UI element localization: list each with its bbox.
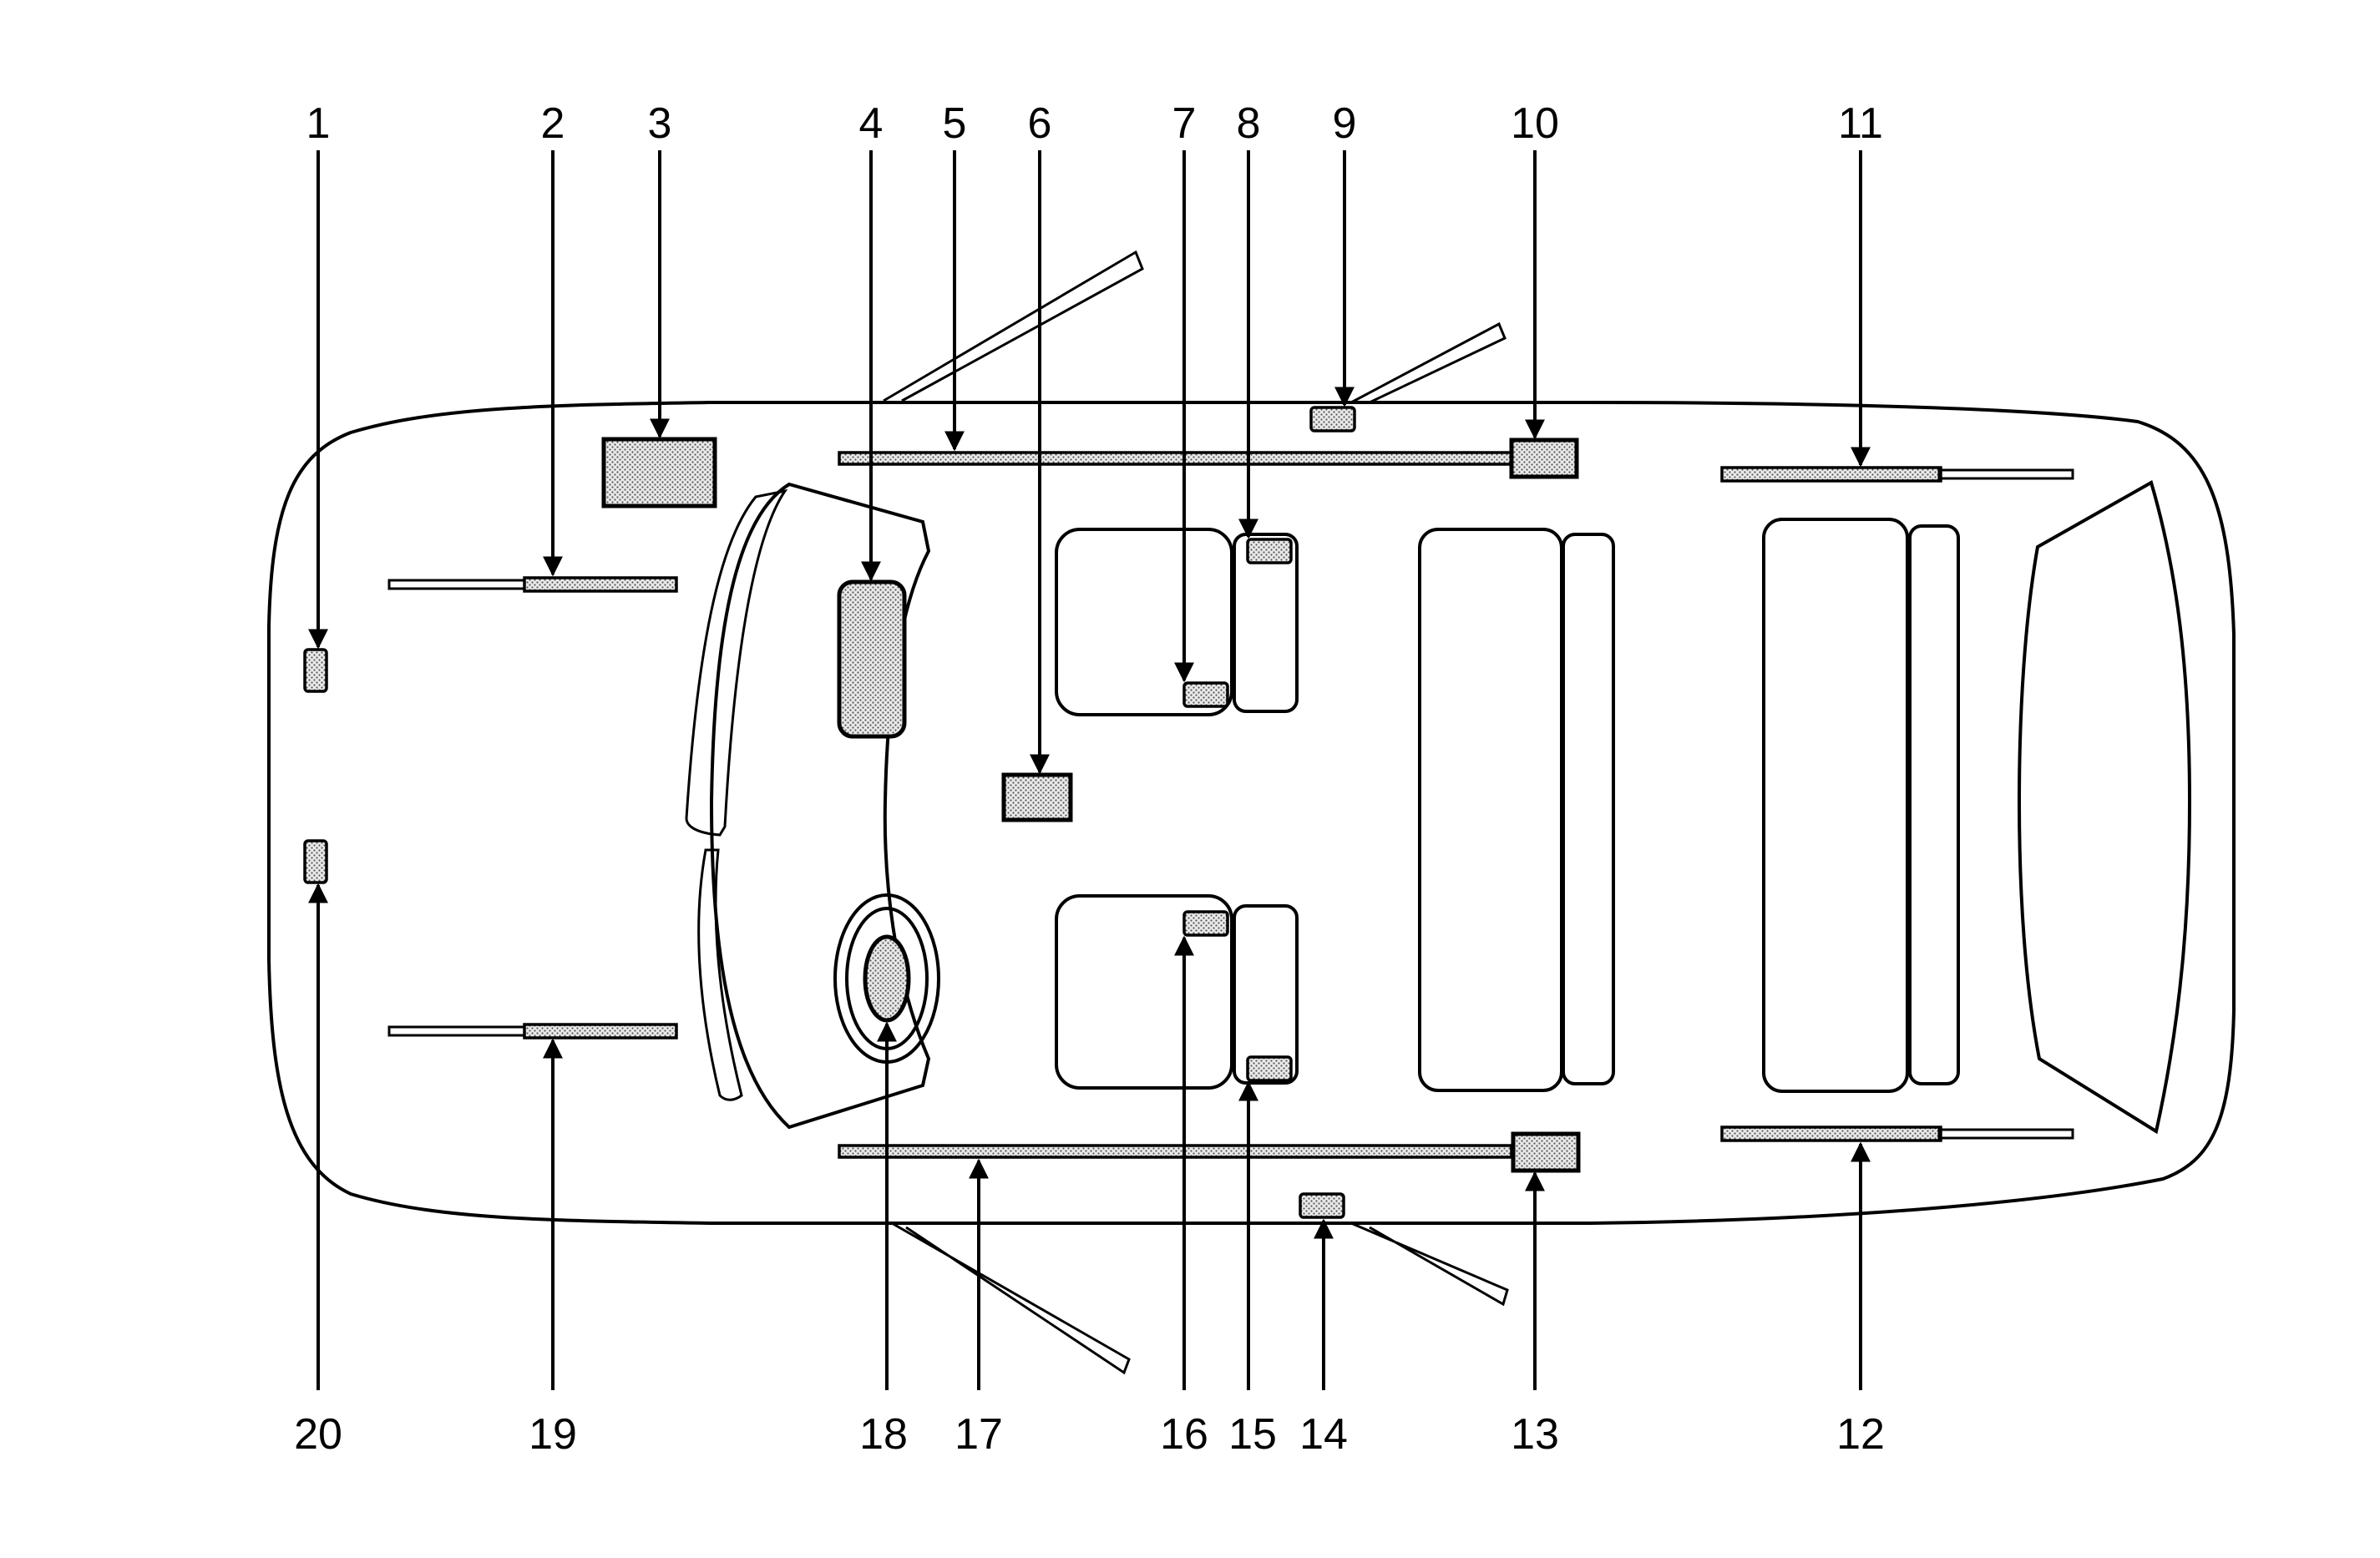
leader-lines bbox=[308, 150, 1871, 1390]
component-19-strip bbox=[387, 1023, 678, 1040]
rear-bench-cushion bbox=[1762, 518, 1909, 1093]
component-4-airbag bbox=[837, 579, 907, 739]
callout-2: 2 bbox=[541, 99, 565, 148]
callout-20: 20 bbox=[294, 1410, 342, 1459]
callout-18: 18 bbox=[859, 1410, 908, 1459]
component-17-curtain-strip bbox=[838, 1131, 1581, 1173]
callout-19: 19 bbox=[529, 1410, 577, 1459]
right-wiper-arm bbox=[697, 848, 743, 1101]
callout-16: 16 bbox=[1160, 1410, 1208, 1459]
component-8-seat-sensor bbox=[1246, 538, 1293, 564]
callout-17: 17 bbox=[955, 1410, 1003, 1459]
left-rear-mirror-arm bbox=[1350, 321, 1506, 404]
left-front-mirror-arm bbox=[883, 250, 1144, 402]
passenger-seat-back bbox=[1233, 904, 1299, 1085]
component-7-seat-sensor bbox=[1182, 681, 1229, 708]
middle-bench-cushion bbox=[1418, 528, 1563, 1092]
vehicle-body-outline bbox=[267, 401, 2236, 1225]
middle-bench-back bbox=[1562, 533, 1615, 1085]
passenger-seat-cushion bbox=[1055, 894, 1233, 1090]
rear-window bbox=[2017, 480, 2192, 1135]
component-16-seat-sensor bbox=[1182, 910, 1229, 937]
component-20-front-sensor bbox=[303, 839, 328, 884]
component-2-strip bbox=[387, 576, 678, 593]
callout-12: 12 bbox=[1836, 1410, 1885, 1459]
callout-4: 4 bbox=[859, 99, 884, 148]
callout-11: 11 bbox=[1838, 99, 1883, 148]
driver-seat-cushion bbox=[1055, 528, 1233, 716]
component-14-door-sensor bbox=[1299, 1192, 1345, 1219]
component-1-front-sensor bbox=[303, 648, 328, 693]
right-rear-mirror-arm bbox=[1350, 1222, 1509, 1307]
callout-13: 13 bbox=[1511, 1410, 1559, 1459]
callout-7: 7 bbox=[1172, 99, 1197, 148]
component-15-seat-sensor bbox=[1246, 1055, 1293, 1082]
callout-5: 5 bbox=[943, 99, 967, 148]
callout-15: 15 bbox=[1228, 1410, 1277, 1459]
callout-10: 10 bbox=[1511, 99, 1559, 148]
driver-seat-back bbox=[1233, 533, 1299, 713]
callout-9: 9 bbox=[1333, 99, 1357, 148]
callout-8: 8 bbox=[1237, 99, 1261, 148]
component-3-module bbox=[601, 437, 717, 508]
callout-3: 3 bbox=[648, 99, 672, 148]
callout-1: 1 bbox=[306, 99, 331, 148]
component-6-center-module bbox=[1001, 772, 1073, 822]
callout-6: 6 bbox=[1028, 99, 1052, 148]
callout-14: 14 bbox=[1299, 1410, 1348, 1459]
component-11-rear-strip bbox=[1720, 466, 2074, 483]
component-5-curtain-strip bbox=[838, 438, 1579, 479]
rear-bench-back bbox=[1908, 524, 1960, 1085]
left-wiper-arm bbox=[685, 488, 788, 837]
component-12-rear-strip bbox=[1720, 1126, 2074, 1142]
component-9-door-sensor bbox=[1309, 406, 1356, 432]
right-front-mirror-arm bbox=[891, 1222, 1131, 1375]
